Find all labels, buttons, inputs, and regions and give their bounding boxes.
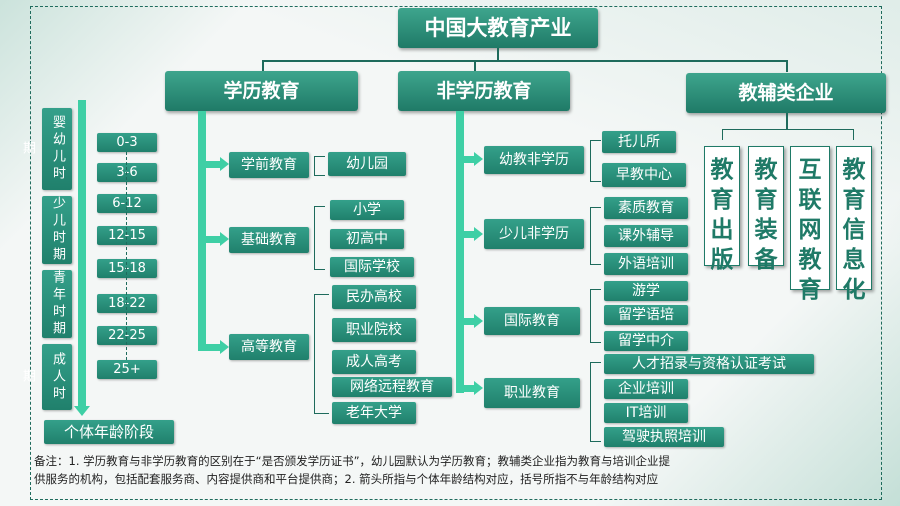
age-15-18: 15-18	[97, 259, 157, 278]
bracket-infant	[590, 140, 601, 182]
nonacademic-arrow-youth	[464, 231, 476, 238]
nonacademic-arrowhead-infant	[474, 152, 483, 166]
header-connector	[262, 60, 786, 62]
leaf-kindergarten: 幼儿园	[328, 152, 406, 176]
leaf-adult-exam: 成人高考	[332, 350, 416, 374]
nonacademic-arrow-international	[464, 318, 476, 325]
header-auxiliary: 教辅类企业	[686, 73, 886, 113]
header-nonacademic: 非学历教育	[398, 71, 570, 111]
dashed-frame	[30, 6, 882, 500]
nonacademic-spine	[456, 111, 464, 393]
age-0-3: 0-3	[97, 133, 157, 152]
nonacademic-arrow-infant	[464, 156, 476, 163]
bracket-international	[590, 289, 601, 343]
academic-arrow-higher	[206, 344, 222, 351]
note-line-2: 供服务的机构，包括配套服务商、内容提供商和平台提供商；2. 箭头所指与个体年龄结…	[34, 472, 659, 486]
age-12-15: 12-15	[97, 226, 157, 245]
leaf-private-college: 民办高校	[332, 285, 416, 309]
node-international: 国际教育	[484, 307, 580, 335]
bracket-vocational	[590, 362, 601, 442]
age-25-plus: 25+	[97, 360, 157, 379]
leaf-it-training: IT培训	[604, 403, 688, 423]
leaf-study-abroad-language: 留学语培	[604, 305, 688, 325]
leaf-senior-university: 老年大学	[332, 402, 416, 424]
leaf-study-tour: 游学	[604, 281, 688, 301]
node-infant-nonacademic: 幼教非学历	[484, 146, 584, 174]
academic-arrowhead-preschool	[220, 157, 229, 171]
leaf-early-education: 早教中心	[602, 163, 686, 187]
connector-auxiliary	[786, 60, 788, 72]
leaf-study-abroad-agency: 留学中介	[604, 331, 688, 351]
bracket-basic	[314, 206, 325, 270]
auxiliary-bracket	[722, 129, 854, 140]
academic-arrow-basic	[206, 236, 222, 243]
leaf-secondary: 初高中	[330, 229, 404, 249]
academic-arrowhead-higher	[220, 340, 229, 354]
node-higher: 高等教育	[229, 334, 309, 360]
age-stage-label: 个体年龄阶段	[44, 420, 174, 444]
leaf-tutoring: 课外辅导	[604, 225, 688, 247]
node-vocational: 职业教育	[484, 378, 580, 408]
age-connector	[126, 152, 128, 360]
nonacademic-arrow-vocational	[464, 385, 476, 392]
node-preschool: 学前教育	[229, 152, 309, 178]
academic-spine	[198, 111, 206, 351]
title-connector	[497, 48, 499, 60]
aux-internet: 互联网教育	[790, 146, 830, 303]
stage-adult: 成人时期	[20, 344, 72, 410]
nonacademic-arrowhead-vocational	[474, 381, 483, 395]
connector-nonacademic	[474, 60, 476, 72]
header-academic: 学历教育	[165, 71, 358, 111]
leaf-language-training: 外语培训	[604, 253, 688, 275]
leaf-nursery: 托儿所	[602, 131, 676, 153]
academic-arrowhead-basic	[220, 232, 229, 246]
nonacademic-arrowhead-youth	[474, 227, 483, 241]
node-basic: 基础教育	[229, 227, 309, 253]
aux-equipment: 教育装备	[748, 146, 784, 273]
page-title: 中国大教育产业	[398, 8, 598, 48]
leaf-driving-training: 驾驶执照培训	[604, 427, 724, 447]
leaf-intl-school: 国际学校	[330, 257, 414, 277]
academic-arrow-preschool	[206, 161, 222, 168]
stage-youth: 青年时期	[42, 270, 72, 338]
age-22-25: 22-25	[97, 326, 157, 345]
connector-academic	[262, 60, 264, 72]
auxiliary-connector	[786, 113, 788, 129]
leaf-online-education: 网络远程教育	[332, 377, 452, 397]
stage-child: 少儿时期	[42, 196, 72, 264]
bracket-youth	[590, 207, 601, 265]
leaf-quality-education: 素质教育	[604, 197, 688, 219]
leaf-vocational-college: 职业院校	[332, 318, 416, 342]
leaf-primary: 小学	[330, 200, 404, 220]
stage-infant: 婴幼儿时期	[20, 108, 72, 190]
note-line-1: 备注：1. 学历教育与非学历教育的区别在于“是否颁发学历证书”，幼儿园默认为学历…	[34, 454, 671, 468]
age-arrow-shaft	[78, 100, 86, 408]
aux-informatization: 教育信息化	[836, 146, 872, 303]
leaf-talent-certification: 人才招录与资格认证考试	[604, 354, 814, 374]
bracket-higher	[314, 294, 329, 414]
leaf-corporate-training: 企业培训	[604, 379, 688, 399]
node-youth-nonacademic: 少儿非学历	[484, 219, 584, 249]
aux-publishing: 教育出版	[704, 146, 740, 273]
age-arrow-head	[74, 406, 90, 416]
age-18-22: 18-22	[97, 294, 157, 313]
bracket-preschool	[314, 156, 325, 176]
nonacademic-arrowhead-international	[474, 314, 483, 328]
